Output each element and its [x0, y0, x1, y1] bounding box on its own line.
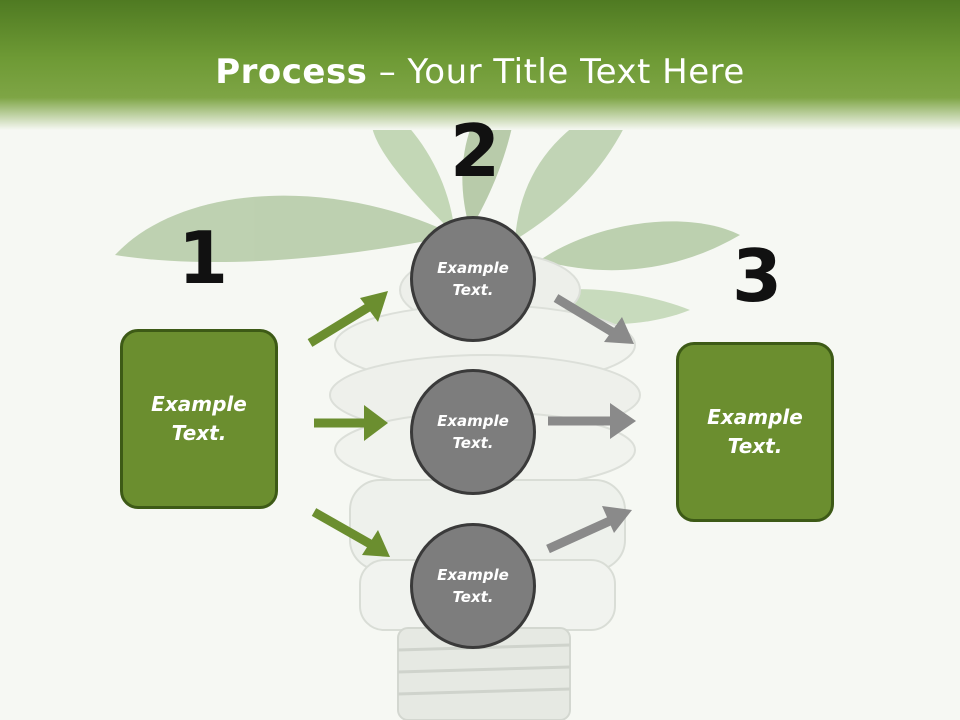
- title-rest: – Your Title Text Here: [367, 52, 745, 92]
- circle-top[interactable]: Example Text.: [410, 216, 536, 342]
- header-bar: [0, 0, 960, 130]
- arrow-icon: [548, 403, 636, 439]
- circle-bottom[interactable]: Example Text.: [410, 523, 536, 649]
- arrow-icon: [553, 294, 634, 344]
- step-box-1[interactable]: Example Text.: [120, 329, 278, 509]
- arrow-icon: [314, 405, 388, 441]
- title-bold: Process: [215, 52, 368, 92]
- step-box-3-text: Example Text.: [707, 405, 803, 458]
- step-box-1-text: Example Text.: [151, 392, 247, 445]
- slide-title: Process – Your Title Text Here: [0, 52, 960, 92]
- arrow-icon: [546, 506, 632, 554]
- circle-top-text: Example Text.: [437, 258, 509, 300]
- circle-middle-text: Example Text.: [437, 411, 509, 453]
- step-number-1: 1: [178, 216, 229, 300]
- circle-bottom-text: Example Text.: [437, 565, 509, 607]
- arrow-icon: [311, 508, 390, 557]
- step-number-2: 2: [450, 109, 501, 193]
- arrow-icon: [307, 291, 388, 347]
- circle-middle[interactable]: Example Text.: [410, 369, 536, 495]
- step-number-3: 3: [732, 234, 783, 318]
- step-box-3[interactable]: Example Text.: [676, 342, 834, 522]
